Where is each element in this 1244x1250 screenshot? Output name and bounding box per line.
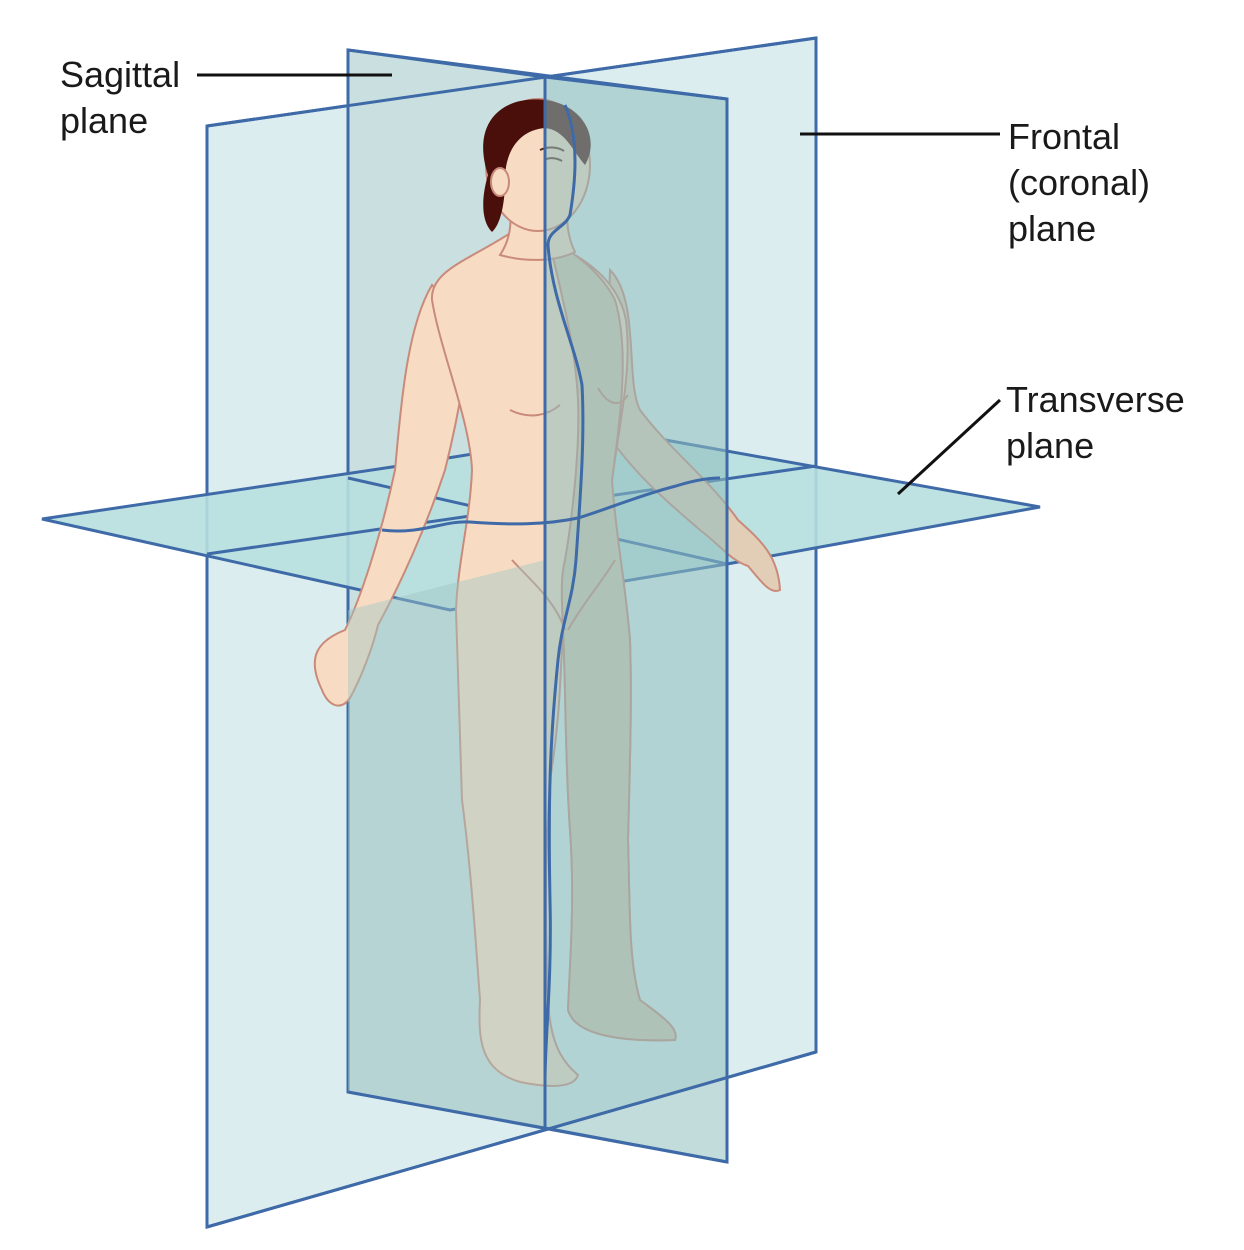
transverse-label-line1: Transverse [1006, 379, 1185, 420]
sagittal-plane-bottom-edge [347, 1090, 728, 1164]
transverse-leader-line [896, 398, 1002, 496]
sagittal-label-line2: plane [60, 100, 149, 141]
sagittal-plane-lower-front [348, 560, 545, 1128]
sagittal-cut-line [543, 104, 585, 1081]
transverse-cut-line [381, 476, 721, 533]
frontal-label-line1: Frontal [1008, 116, 1121, 157]
left-arm [313, 283, 472, 707]
frontal-label-line3: plane [1008, 208, 1097, 249]
sagittal-plane-top-edge [347, 48, 728, 101]
ear [490, 167, 510, 197]
sagittal-plane-label: Sagittal plane [60, 52, 180, 144]
frontal-plane-top-edge [206, 36, 817, 128]
frontal-label-line2: (coronal) [1008, 162, 1151, 203]
frontal-plane-label: Frontal (coronal) plane [1008, 114, 1150, 252]
frontal-plane-bottom-edge [206, 1050, 817, 1229]
sagittal-label-line1: Sagittal [60, 54, 181, 95]
sagittal-plane-front-half [543, 75, 729, 1164]
transverse-label-line2: plane [1006, 425, 1095, 466]
transverse-plane-label: Transverse plane [1006, 377, 1185, 469]
